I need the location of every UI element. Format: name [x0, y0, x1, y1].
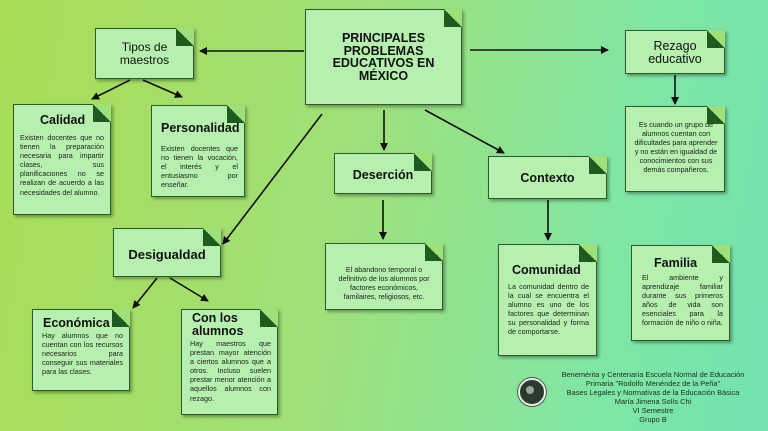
arrow-main-contexto — [424, 109, 505, 154]
node-economica: Económica Hay alumnos que no cuentan con… — [32, 309, 130, 391]
node-comunidad-title: Comunidad — [512, 263, 581, 277]
node-economica-text: Hay alumnos que no cuentan con los recur… — [42, 331, 123, 377]
node-rezago-title: Rezago educativo — [648, 39, 702, 66]
node-conalumnos-title: Con los alumnos — [192, 311, 244, 338]
node-comunidad: Comunidad La comunidad dentro de la cual… — [498, 244, 597, 356]
node-personalidad: Personalidad Existen docentes que no tie… — [151, 105, 245, 197]
main-title-box: PRINCIPALES PROBLEMAS EDUCATIVOS EN MÉXI… — [305, 9, 462, 105]
footer-line-4: María Jimena Solís Chi — [614, 397, 692, 406]
node-conalumnos-text: Hay maestros que prestan mayor atención … — [190, 339, 271, 403]
node-calidad-text: Existen docentes que no tienen la prepar… — [20, 133, 104, 197]
node-desercion-title: Deserción — [352, 168, 414, 182]
node-contexto: Contexto — [488, 156, 607, 199]
node-tipos-title: Tipos de maestros — [119, 40, 170, 67]
node-desercion-text-box: El abandono temporal o definitivo de los… — [325, 243, 443, 310]
node-familia-text: El ambiente y aprendizaje familiar duran… — [642, 273, 723, 328]
node-contexto-title: Contexto — [520, 171, 575, 185]
node-familia-title: Familia — [654, 256, 698, 270]
node-familia: Familia El ambiente y aprendizaje famili… — [631, 245, 730, 341]
footer-line-1: Benemérita y Centenaria Escuela Normal d… — [561, 370, 745, 379]
node-personalidad-text: Existen docentes que no tienen la vocaci… — [161, 144, 238, 190]
node-comunidad-text: La comunidad dentro de la cual se encuen… — [508, 282, 589, 337]
node-personalidad-title: Personalidad — [161, 121, 240, 135]
footer-line-6: Grupo B — [639, 415, 667, 424]
node-rezago-text-box: Es cuando un grupo de alumnos cuentan co… — [625, 106, 725, 192]
node-con-los-alumnos: Con los alumnos Hay maestros que prestan… — [181, 309, 278, 415]
arrow-desigualdad-conalumnos — [169, 277, 209, 302]
node-economica-title: Económica — [43, 316, 110, 330]
node-desercion: Deserción — [334, 153, 432, 194]
node-calidad: Calidad Existen docentes que no tienen l… — [13, 104, 111, 215]
arrow-tipos-calidad — [91, 79, 131, 100]
node-rezago-educativo: Rezago educativo — [625, 30, 725, 74]
main-title: PRINCIPALES PROBLEMAS EDUCATIVOS EN MÉXI… — [332, 31, 435, 83]
node-desigualdad: Desigualdad — [113, 228, 221, 277]
footer-line-2: Primaria "Rodolfo Menéndez de la Peña" — [585, 379, 721, 388]
footer-credits: Benemérita y Centenaria Escuela Normal d… — [548, 370, 758, 424]
arrow-desigualdad-economica — [132, 277, 158, 309]
node-tipos-de-maestros: Tipos de maestros — [95, 28, 194, 79]
node-calidad-title: Calidad — [40, 113, 86, 127]
node-desercion-text: El abandono temporal o definitivo de los… — [338, 265, 430, 302]
node-desigualdad-title: Desigualdad — [128, 247, 206, 262]
footer-line-5: VI Semestre — [632, 406, 674, 415]
arrow-tipos-personalidad — [142, 79, 183, 98]
arrow-main-desigualdad — [222, 113, 323, 245]
footer-line-3: Bases Legales y Normativas de la Educaci… — [566, 388, 740, 397]
school-seal-icon — [518, 378, 546, 406]
node-rezago-text: Es cuando un grupo de alumnos cuentan co… — [634, 120, 718, 175]
